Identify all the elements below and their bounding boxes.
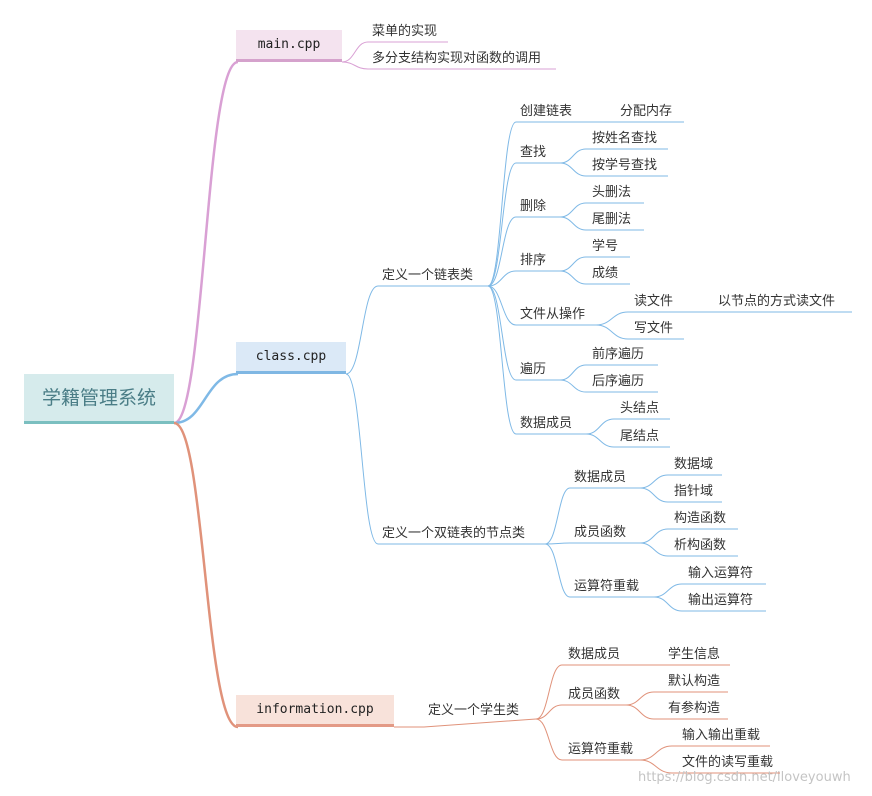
connector-ctor	[639, 528, 738, 544]
topic-traverse[interactable]: 遍历	[520, 362, 547, 377]
topic-preorder[interactable]: 前序遍历	[592, 347, 645, 362]
connector-ll-members	[487, 285, 586, 435]
topic-student-info[interactable]: 学生信息	[668, 647, 721, 662]
file-node-class[interactable]: class.cpp	[236, 342, 346, 374]
topic-default-constructor[interactable]: 默认构造	[668, 674, 721, 689]
connector-data-field	[639, 474, 722, 489]
topic-postorder[interactable]: 后序遍历	[592, 374, 645, 389]
connector-student-data	[535, 664, 626, 720]
connector-ll-sort	[487, 270, 560, 287]
topic-file-ops[interactable]: 文件从操作	[520, 307, 586, 322]
connector-trav-pre	[559, 364, 658, 381]
connector-trav-post	[559, 379, 658, 393]
topic-tail-node[interactable]: 尾结点	[620, 429, 660, 444]
connector-default-ctor	[625, 691, 728, 706]
topic-constructor[interactable]: 构造函数	[674, 511, 727, 526]
topic-node-member-functions[interactable]: 成员函数	[574, 525, 627, 540]
connector-ll-traverse	[487, 285, 560, 381]
connector-file-read	[595, 311, 684, 326]
topic-read-file[interactable]: 读文件	[634, 294, 674, 309]
connector-ll-file	[487, 285, 596, 326]
topic-node-operator-overload[interactable]: 运算符重载	[574, 579, 640, 594]
connector-del-head	[559, 202, 644, 218]
file-node-main[interactable]: main.cpp	[236, 30, 342, 62]
connector-io-overload	[639, 745, 770, 761]
connector-node-data	[544, 487, 640, 545]
connector-main-multi	[341, 61, 556, 70]
topic-head-node[interactable]: 头结点	[620, 401, 660, 416]
connector-members-tail	[585, 433, 670, 448]
connector-node-ops	[544, 543, 654, 598]
root-node[interactable]: 学籍管理系统	[24, 374, 174, 424]
topic-multi-branch[interactable]: 多分支结构实现对函数的调用	[372, 51, 542, 66]
topic-menu[interactable]: 菜单的实现	[372, 24, 438, 39]
topic-param-constructor[interactable]: 有参构造	[668, 701, 721, 716]
connector-file-write	[595, 324, 684, 340]
topic-node-data-members[interactable]: 数据成员	[574, 470, 627, 485]
topic-sort-score[interactable]: 成绩	[592, 266, 619, 281]
connector-node-funcs	[544, 542, 640, 545]
connector-find-name	[559, 148, 668, 164]
connector-file-rw	[639, 759, 780, 774]
connector-del-tail	[559, 216, 644, 231]
connector-info-student	[394, 718, 537, 728]
topic-alloc-memory[interactable]: 分配内存	[620, 104, 673, 119]
topic-list-data-members[interactable]: 数据成员	[520, 416, 573, 431]
connector-param-ctor	[625, 704, 728, 720]
topic-file-rw-overload[interactable]: 文件的读写重载	[682, 755, 774, 770]
connector-main-menu	[341, 41, 448, 63]
topic-find-by-name[interactable]: 按姓名查找	[592, 131, 658, 146]
file-node-information[interactable]: information.cpp	[236, 695, 394, 727]
topic-io-overload[interactable]: 输入输出重载	[682, 728, 761, 743]
topic-read-by-nodes[interactable]: 以节点的方式读文件	[718, 294, 836, 309]
connector-output-op	[653, 596, 766, 612]
watermark-url: https://blog.csdn.net/iloveyouwh	[638, 770, 851, 785]
topic-pointer-field[interactable]: 指针域	[674, 484, 714, 499]
topic-student-operator-overload[interactable]: 运算符重载	[568, 742, 634, 757]
topic-find[interactable]: 查找	[520, 145, 547, 160]
topic-delete[interactable]: 删除	[520, 199, 547, 214]
connector-student-funcs	[535, 704, 626, 720]
topic-data-field[interactable]: 数据域	[674, 457, 714, 472]
connector-input-op	[653, 583, 766, 598]
connector-ll-create	[487, 121, 582, 287]
topic-create-list[interactable]: 创建链表	[520, 104, 573, 119]
connector-class-nodeclass	[345, 373, 545, 545]
topic-input-operator[interactable]: 输入运算符	[688, 566, 754, 581]
connector-class-linkedlist	[345, 285, 488, 375]
connector-root-info	[173, 421, 239, 729]
topic-sort-id[interactable]: 学号	[592, 239, 619, 254]
topic-student-member-functions[interactable]: 成员函数	[568, 687, 621, 702]
topic-sort[interactable]: 排序	[520, 253, 547, 268]
connector-members-head	[585, 418, 670, 435]
topic-output-operator[interactable]: 输出运算符	[688, 593, 754, 608]
topic-write-file[interactable]: 写文件	[634, 321, 674, 336]
topic-destructor[interactable]: 析构函数	[674, 538, 727, 553]
topic-student-data-members[interactable]: 数据成员	[568, 647, 621, 662]
connector-pointer-field	[639, 487, 722, 503]
topic-head-delete[interactable]: 头删法	[592, 185, 632, 200]
topic-linked-list-class[interactable]: 定义一个链表类	[382, 268, 474, 283]
connector-sort-id	[559, 256, 630, 272]
topic-find-by-id[interactable]: 按学号查找	[592, 158, 658, 173]
connector-find-id	[559, 162, 668, 177]
connector-ll-delete	[487, 216, 560, 287]
topic-node-class[interactable]: 定义一个双链表的节点类	[382, 526, 526, 541]
connector-sort-score	[559, 270, 630, 285]
connector-root-class	[173, 372, 239, 425]
topic-student-class[interactable]: 定义一个学生类	[428, 703, 520, 718]
root-title: 学籍管理系统	[41, 387, 156, 409]
connector-dtor	[639, 542, 738, 557]
topic-tail-delete[interactable]: 尾删法	[592, 212, 632, 227]
connector-student-ops	[535, 718, 640, 761]
connector-ll-find	[487, 162, 560, 287]
connector-root-main	[173, 60, 239, 425]
